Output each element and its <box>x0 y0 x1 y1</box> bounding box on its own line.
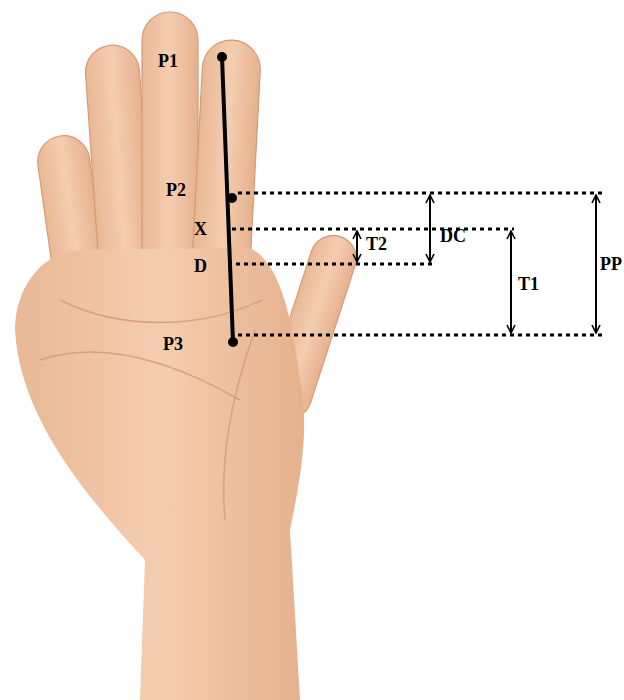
dotted-guides <box>232 193 602 335</box>
dimension-label: T2 <box>366 234 387 254</box>
hand <box>15 12 362 700</box>
point-label: P2 <box>166 180 186 200</box>
dimension-label: PP <box>600 254 622 274</box>
point-label: X <box>194 219 207 239</box>
dimension-arrows <box>357 195 596 333</box>
point-label: P3 <box>163 334 183 354</box>
measure-line <box>217 52 238 347</box>
dimension-label: DC <box>440 226 466 246</box>
point-label: D <box>194 256 207 276</box>
point-label: P1 <box>158 51 178 71</box>
dimension-label: T1 <box>518 274 539 294</box>
